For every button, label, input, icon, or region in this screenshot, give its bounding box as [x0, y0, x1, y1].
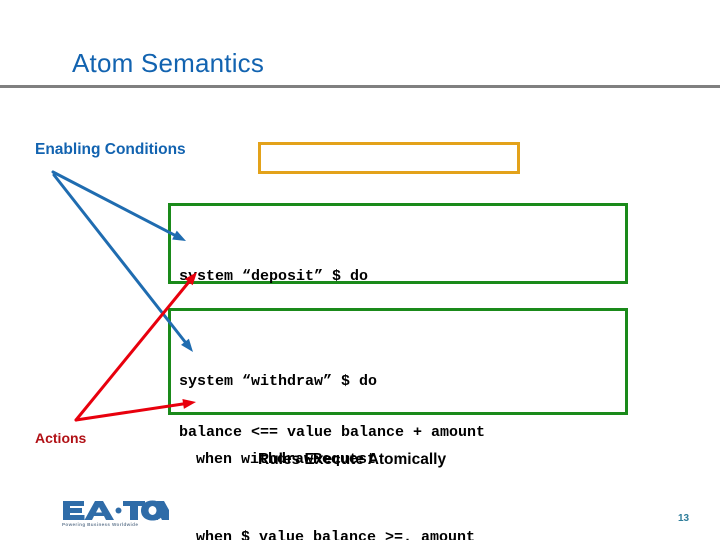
label-actions: Actions	[35, 430, 87, 446]
rule-box-deposit: system “deposit” $ do when depositReques…	[168, 203, 628, 441]
eaton-logo: Powering Business Worldwide	[62, 500, 174, 532]
caption-rules-execute-atomically: Rules Execute Atomically	[258, 451, 447, 468]
code-line: system “deposit” $ do	[179, 268, 369, 285]
code-line: balance <== value balance + amount	[179, 424, 486, 441]
rule-box-withdraw: system “withdraw” $ do when withdrawRequ…	[168, 308, 628, 540]
label-enabling-conditions: Enabling Conditions	[35, 141, 186, 158]
init-code-box: balance <- double 0	[258, 142, 520, 219]
eaton-logo-tagline: Powering Business Worldwide	[62, 522, 139, 527]
page-number: 13	[678, 513, 690, 524]
code-line: when $ value balance >=. amount	[196, 529, 476, 540]
blue-enabling-to-deposit-when	[51, 170, 186, 241]
code-line: system “withdraw” $ do	[179, 373, 378, 390]
eaton-logo-icon	[63, 500, 169, 521]
page-title: Atom Semantics	[72, 48, 265, 78]
code-line: when withdrawRequest	[196, 451, 377, 468]
title-divider	[0, 85, 720, 88]
